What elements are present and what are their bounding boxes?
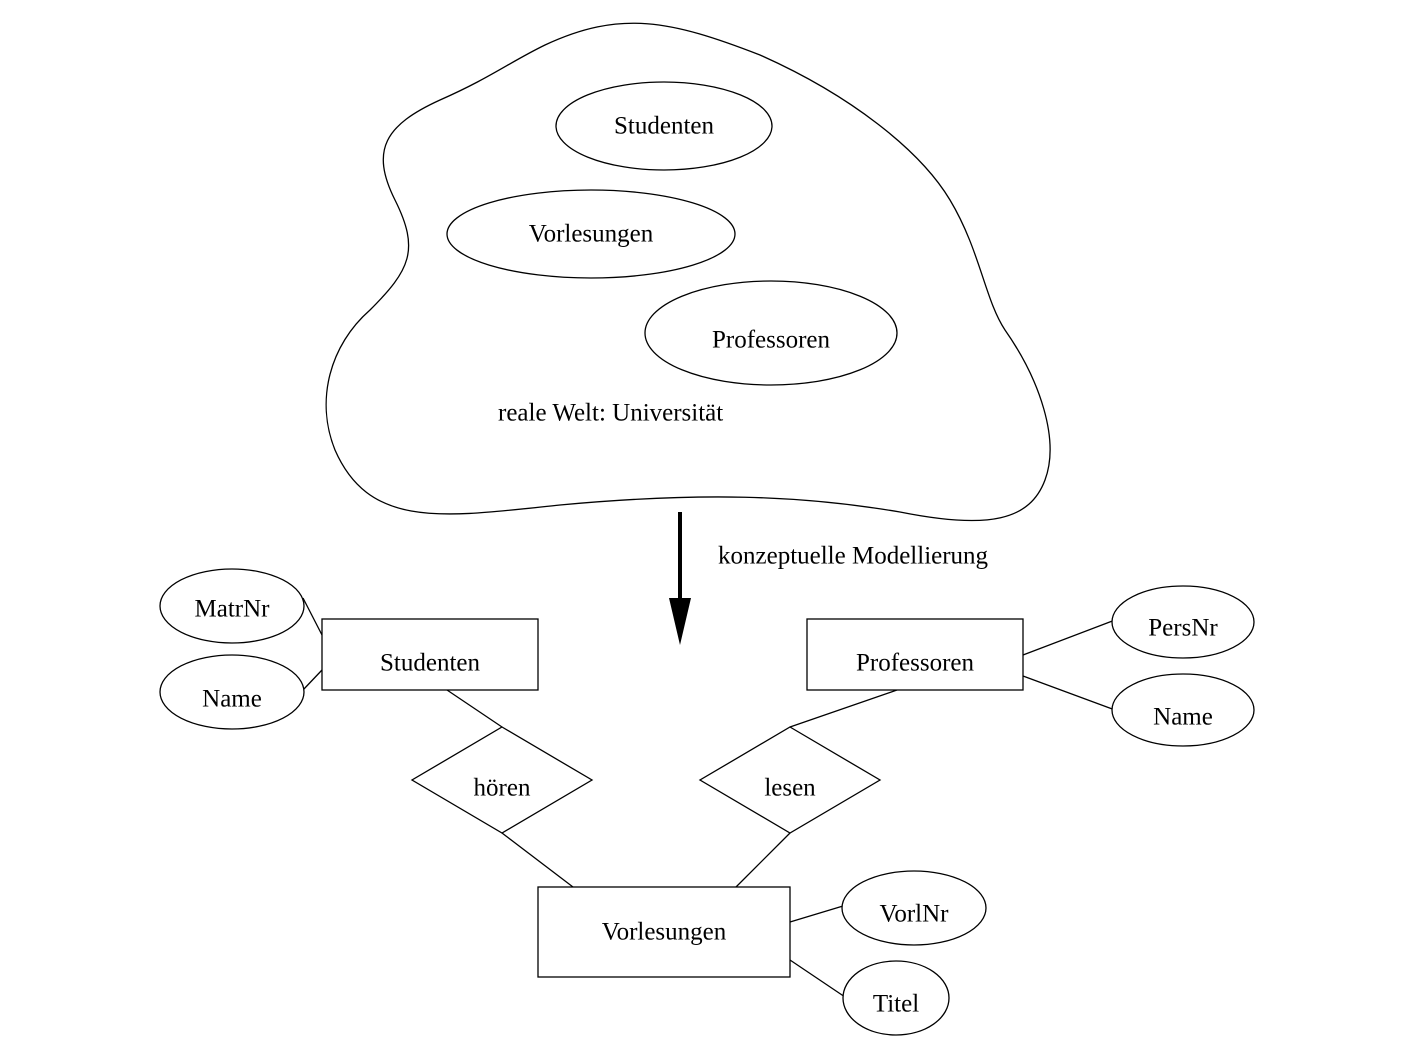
connector-vorlesungen-vorlnr (789, 905, 844, 923)
attr-studenten-name-ellipse (159, 654, 305, 730)
relationship-lesen-group: lesen (698, 726, 882, 834)
connector-matrnr-studenten (302, 597, 323, 636)
relationship-lesen-diamond (698, 726, 882, 834)
entity-studenten-box (321, 618, 539, 691)
attr-vorlnr-label: VorlNr (880, 901, 950, 928)
attr-titel-ellipse (842, 960, 950, 1036)
entity-studenten-group: Studenten MatrNr Name (159, 568, 539, 730)
real-world-label: reale Welt: Universität (498, 400, 723, 427)
attr-persnr-label: PersNr (1148, 615, 1218, 642)
cloud-studenten-ellipse (555, 81, 773, 171)
connector-vorlesungen-titel (789, 959, 846, 998)
entity-studenten-label: Studenten (380, 650, 480, 677)
relationship-hoeren-label: hören (474, 775, 531, 802)
connector-hoeren-vorlesungen (501, 832, 574, 888)
modeling-arrow: konzeptuelle Modellierung (669, 512, 989, 645)
attr-professoren-name-label: Name (1153, 704, 1213, 731)
cloud-studenten-label: Studenten (614, 113, 714, 140)
cloud-professoren-label: Professoren (712, 327, 831, 354)
attr-persnr-ellipse (1111, 585, 1255, 659)
attr-matrnr-ellipse (159, 568, 305, 644)
modeling-label: konzeptuelle Modellierung (718, 543, 989, 570)
connector-professoren-name (1022, 675, 1116, 711)
entity-professoren-group: Professoren PersNr Name (806, 585, 1255, 747)
real-world-cloud (325, 22, 1051, 522)
real-world-cloud-group: Studenten Vorlesungen Professoren reale … (325, 22, 1051, 522)
entity-vorlesungen-group: Vorlesungen VorlNr Titel (537, 870, 987, 1036)
cloud-vorlesungen-ellipse (446, 189, 736, 279)
relationship-hoeren-diamond (410, 726, 594, 834)
relationship-lesen-label: lesen (764, 775, 816, 802)
connector-name-studenten (302, 669, 323, 691)
er-connectors (302, 597, 1116, 998)
connector-studenten-hoeren (446, 689, 503, 728)
relationship-hoeren-group: hören (410, 726, 594, 834)
cloud-vorlesungen-label: Vorlesungen (529, 221, 654, 248)
connector-professoren-lesen (789, 689, 898, 728)
attr-titel-label: Titel (873, 991, 919, 1018)
attr-studenten-name-label: Name (202, 686, 262, 713)
entity-vorlesungen-label: Vorlesungen (602, 919, 727, 946)
arrow-head-icon (669, 598, 691, 645)
entity-professoren-box (806, 618, 1024, 691)
connector-professoren-persnr (1022, 619, 1116, 656)
attr-matrnr-label: MatrNr (195, 596, 271, 623)
attr-professoren-name-ellipse (1111, 673, 1255, 747)
attr-vorlnr-ellipse (841, 870, 987, 946)
entity-vorlesungen-box (537, 886, 791, 978)
entity-professoren-label: Professoren (856, 650, 975, 677)
cloud-professoren-ellipse (644, 280, 898, 386)
connector-lesen-vorlesungen (735, 832, 791, 888)
